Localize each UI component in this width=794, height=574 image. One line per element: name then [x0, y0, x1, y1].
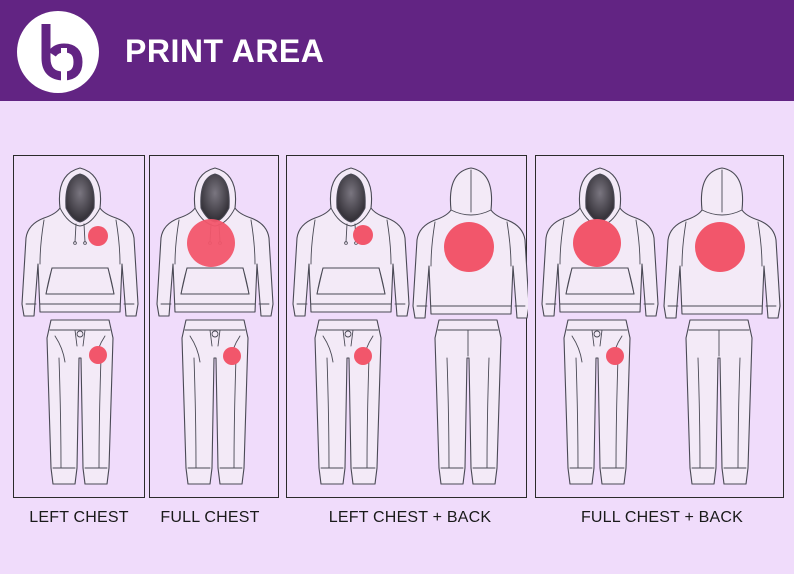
- header-bar: PRINT AREA: [0, 0, 794, 101]
- brand-logo-icon: [17, 11, 99, 93]
- option-left-chest[interactable]: [13, 155, 145, 498]
- pants-front-drawing: [46, 319, 114, 485]
- print-marker: [223, 347, 241, 365]
- print-marker: [354, 347, 372, 365]
- print-marker: [88, 226, 108, 246]
- print-marker: [353, 225, 373, 245]
- full-chest-illustration: [156, 167, 274, 485]
- print-marker: [444, 222, 494, 272]
- pants-back-drawing: [434, 319, 502, 485]
- caption-left-chest-back: LEFT CHEST + BACK: [328, 509, 492, 526]
- page-title: PRINT AREA: [125, 33, 325, 69]
- pants-front-drawing: [563, 319, 631, 485]
- print-marker: [89, 346, 107, 364]
- print-marker: [187, 219, 235, 267]
- print-marker: [573, 219, 621, 267]
- pants-back-drawing: [685, 319, 753, 485]
- left-chest-back-illustration: [292, 167, 528, 485]
- hoodie-front-drawing: [21, 167, 139, 317]
- print-marker: [606, 347, 624, 365]
- print-marker: [695, 222, 745, 272]
- caption-left-chest: LEFT CHEST: [29, 509, 129, 526]
- left-chest-illustration: [21, 167, 139, 485]
- option-full-chest[interactable]: [149, 155, 279, 498]
- caption-full-chest-back: FULL CHEST + BACK: [580, 509, 744, 526]
- option-full-chest-back[interactable]: [535, 155, 784, 498]
- caption-full-chest: FULL CHEST: [160, 509, 260, 526]
- hoodie-front-drawing: [292, 167, 410, 317]
- pants-front-drawing: [314, 319, 382, 485]
- option-left-chest-back[interactable]: [286, 155, 528, 498]
- pants-front-drawing: [181, 319, 249, 485]
- full-chest-back-illustration: [541, 167, 781, 485]
